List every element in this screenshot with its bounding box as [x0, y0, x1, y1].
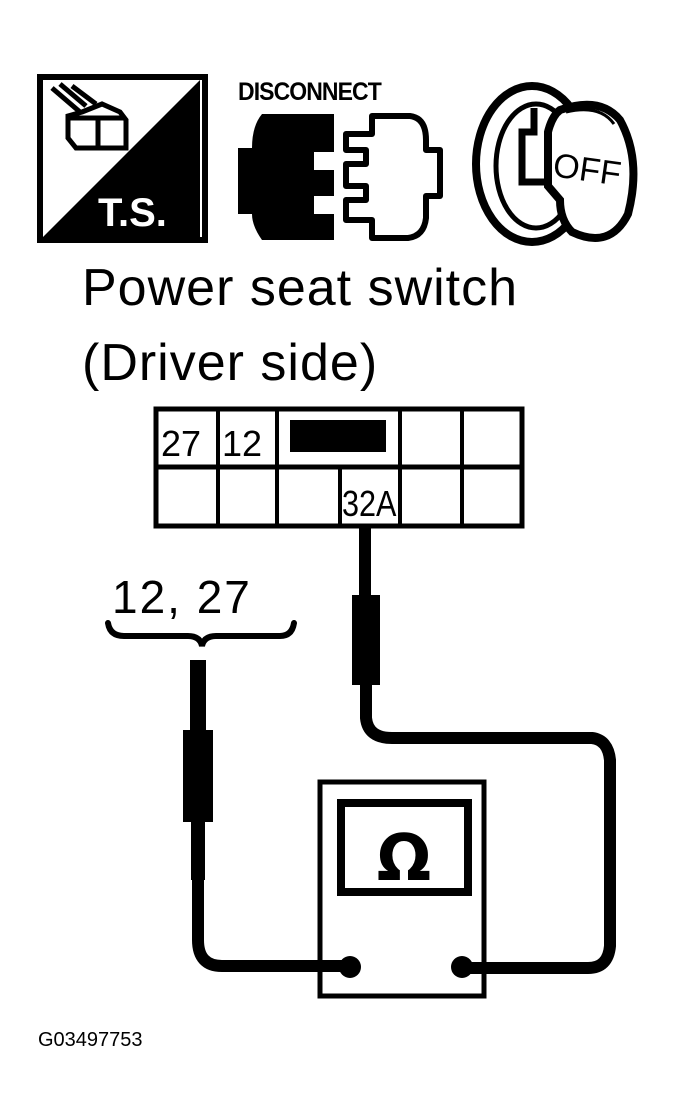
- pin-32a-label: 32A: [342, 485, 397, 525]
- connector-face: [153, 406, 525, 529]
- blocked-cavity: [290, 420, 386, 452]
- pin-27-label: 27: [161, 423, 201, 464]
- probe-group-label: 12, 27: [112, 571, 252, 623]
- meter-display: [337, 799, 472, 896]
- pin-12-label: 12: [222, 423, 262, 464]
- probe-group-brace: [105, 620, 297, 647]
- component-title: Power seat switch: [82, 259, 519, 317]
- ts-tester-icon: T.S.: [37, 74, 208, 243]
- disconnect-label: DISCONNECT: [238, 78, 382, 106]
- component-subtitle: (Driver side): [82, 334, 379, 392]
- right-lead-wire: [360, 684, 616, 974]
- ts-label: T.S.: [98, 191, 167, 235]
- ignition-key-off-icon: OFF: [472, 82, 638, 246]
- connector-plug-icon: [50, 82, 129, 151]
- disconnect-connector-icon: [238, 113, 443, 241]
- left-test-probe: [183, 660, 213, 880]
- ohmmeter: [317, 779, 487, 999]
- off-label: OFF: [551, 146, 624, 193]
- figure-code: G03497753: [38, 1029, 143, 1051]
- ohm-symbol-icon: Ω: [377, 822, 431, 896]
- left-lead-wire: [192, 878, 346, 972]
- right-test-probe: [352, 527, 380, 685]
